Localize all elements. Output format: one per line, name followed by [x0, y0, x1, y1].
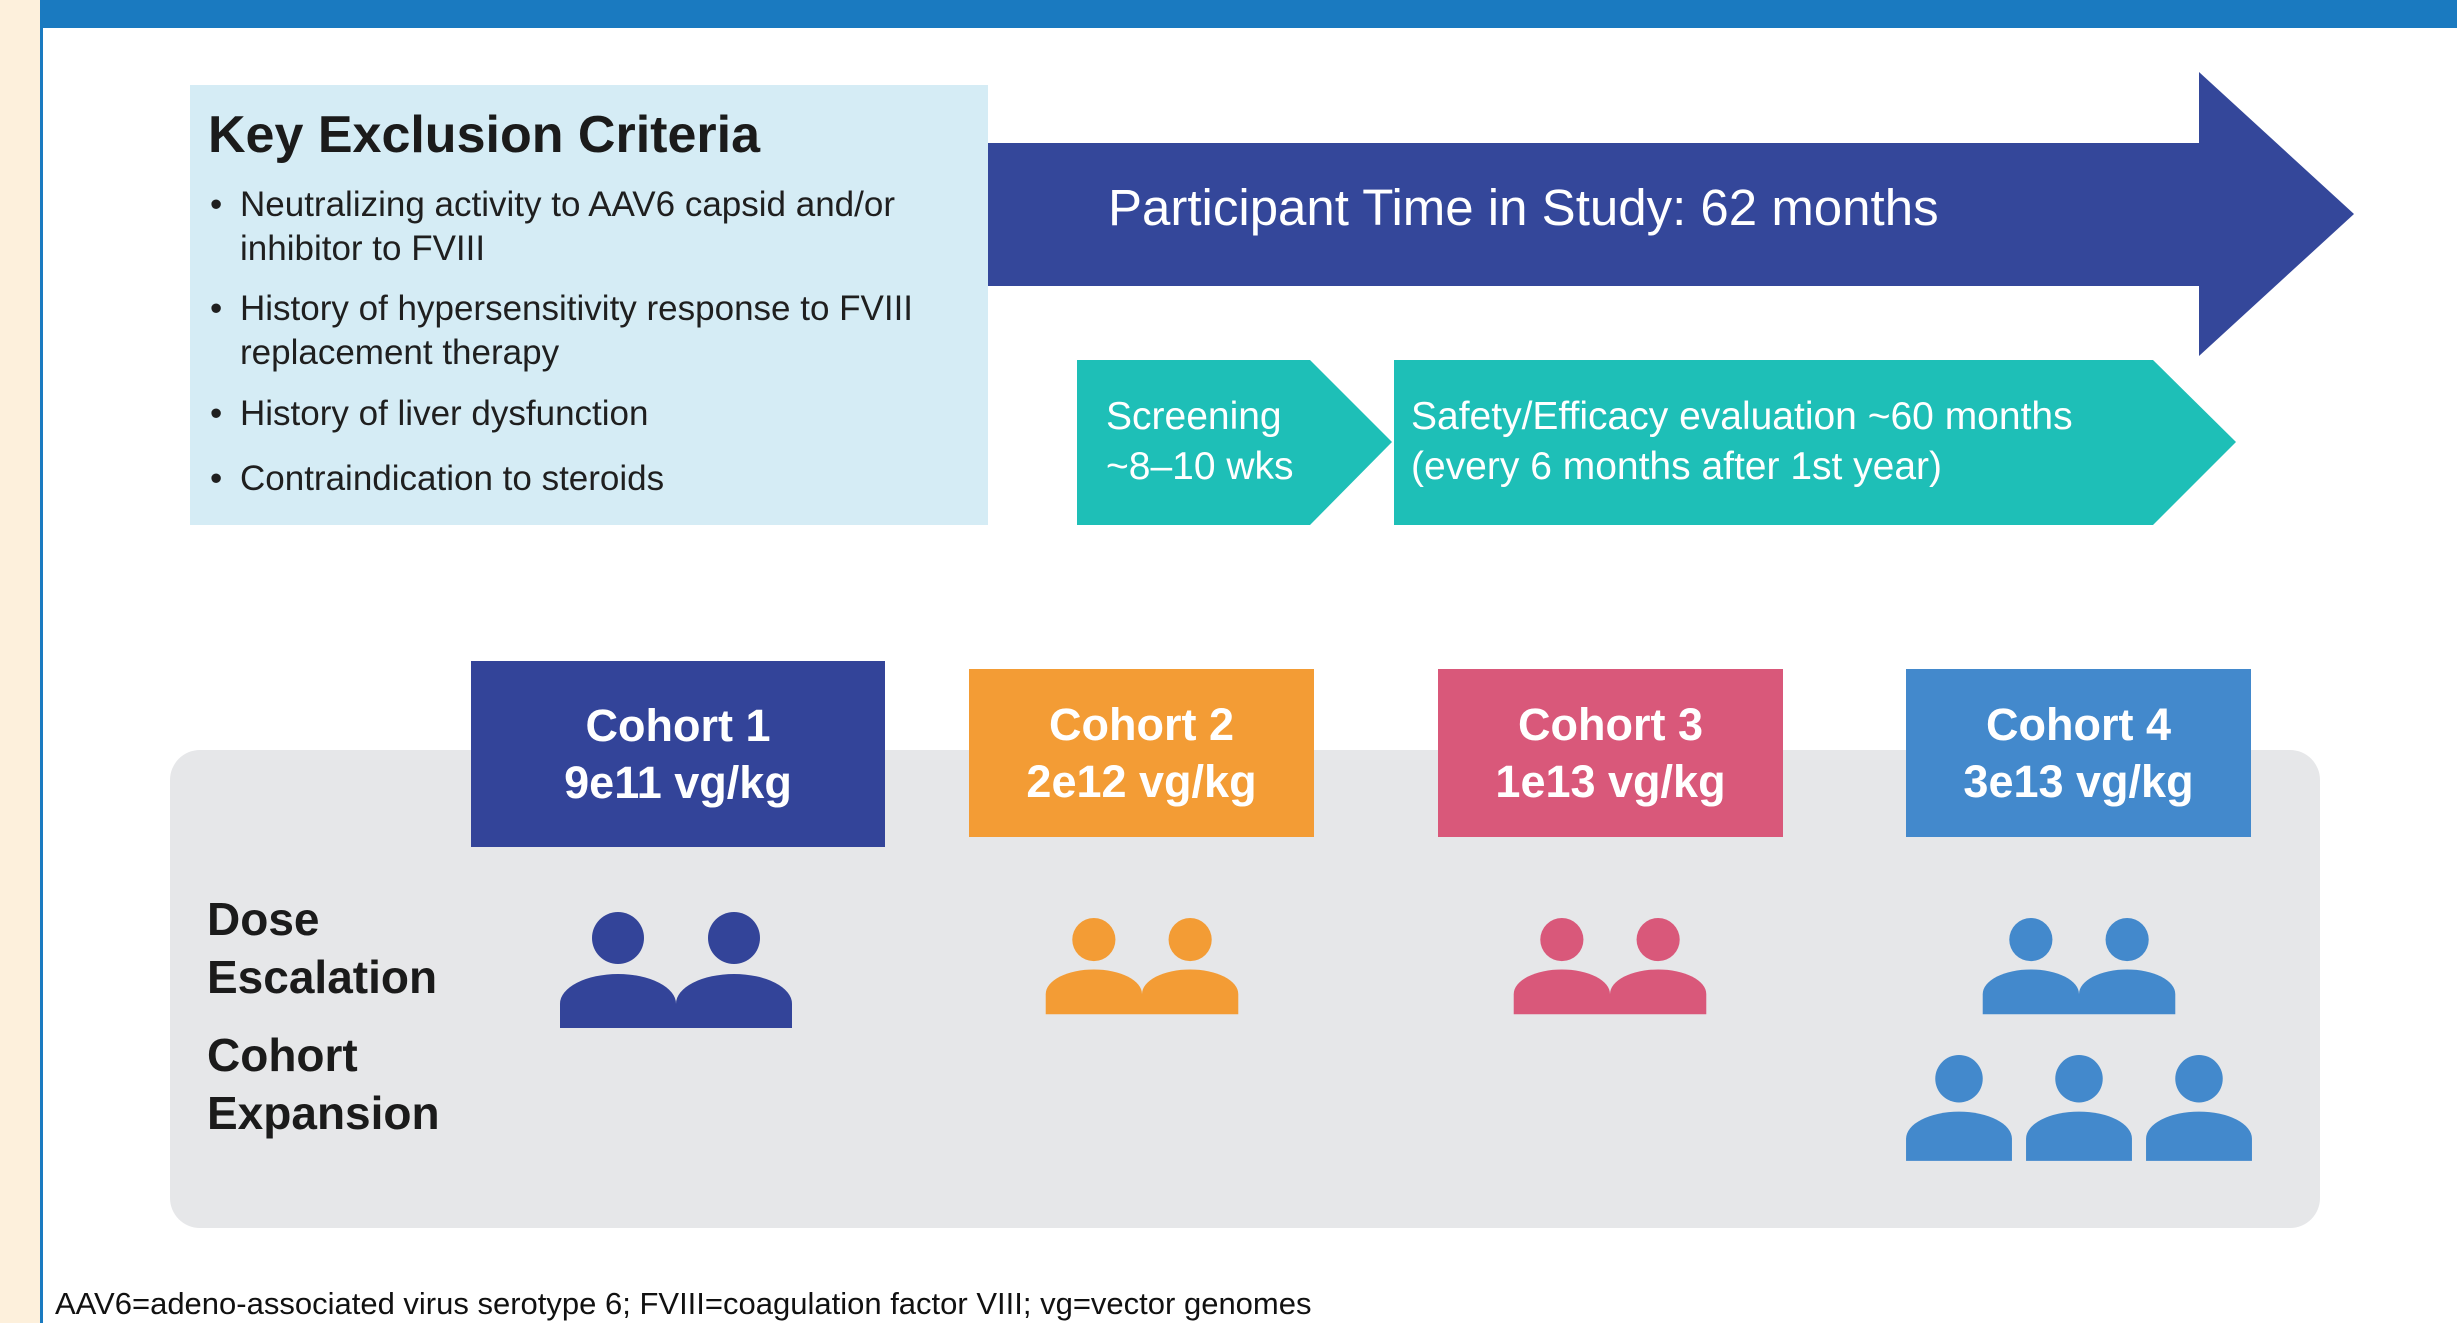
person-head — [1540, 918, 1584, 962]
screening-title: Screening — [1106, 395, 1282, 438]
left-border-line — [40, 0, 43, 1323]
person-body — [2026, 1111, 2132, 1161]
cohort-1-dose: 9e11 vg/kg — [564, 757, 792, 808]
criteria-item: • History of hypersensitivity response to… — [210, 287, 980, 375]
dose-escalation-line2: Escalation — [207, 951, 438, 1003]
person-body — [2079, 969, 2176, 1015]
participant-icon — [1610, 918, 1707, 1015]
bullet: • — [210, 185, 223, 224]
cohort-3-name: Cohort 3 — [1518, 699, 1703, 750]
bullet: • — [210, 289, 223, 328]
person-body — [1906, 1111, 2012, 1161]
expansion-participant-icon — [1906, 1055, 2012, 1161]
person-head — [708, 912, 760, 964]
participant-icon — [1142, 918, 1239, 1015]
person-head — [2055, 1055, 2103, 1103]
criteria-item-text: History of hypersensitivity response to … — [240, 289, 914, 328]
participant-time-label: Participant Time in Study: 62 months — [1108, 179, 1939, 236]
person-body — [2146, 1111, 2252, 1161]
person-body — [1045, 969, 1142, 1015]
exclusion-criteria-title: Key Exclusion Criteria — [208, 106, 760, 164]
footnote: AAV6=adeno-associated virus serotype 6; … — [55, 1286, 1312, 1321]
figure-header-bar — [43, 0, 2457, 28]
person-head — [2175, 1055, 2223, 1103]
cohort-3-box: Cohort 3 1e13 vg/kg — [1438, 669, 1783, 837]
criteria-item-text-cont: inhibitor to FVIII — [240, 229, 486, 268]
cohort-2-name: Cohort 2 — [1049, 699, 1234, 750]
criteria-item-text: History of liver dysfunction — [240, 394, 649, 433]
cohort-3-dose: 1e13 vg/kg — [1495, 756, 1726, 807]
person-head — [2105, 918, 2149, 962]
cohort-4-dose: 3e13 vg/kg — [1963, 756, 2194, 807]
participant-icon — [560, 912, 676, 1028]
person-head — [1636, 918, 1680, 962]
dose-escalation-line1: Dose — [207, 893, 320, 945]
evaluation-title: Safety/Efficacy evaluation ~60 months — [1411, 395, 2073, 438]
participant-icon — [1045, 918, 1142, 1015]
criteria-item-text: Contraindication to steroids — [240, 459, 665, 498]
person-head — [592, 912, 644, 964]
bullet: • — [210, 459, 223, 498]
person-head — [1168, 918, 1212, 962]
participant-icon — [2079, 918, 2176, 1015]
cohort-4-name: Cohort 4 — [1986, 699, 2171, 750]
person-body — [1982, 969, 2079, 1015]
evaluation-schedule: (every 6 months after 1st year) — [1411, 445, 1943, 488]
expansion-participant-icon — [2146, 1055, 2252, 1161]
person-body — [1142, 969, 1239, 1015]
person-head — [2009, 918, 2053, 962]
participant-icon — [676, 912, 792, 1028]
criteria-item-text: Neutralizing activity to AAV6 capsid and… — [240, 185, 895, 224]
exclusion-criteria-box — [190, 85, 988, 525]
cohort-expansion-line1: Cohort — [207, 1029, 358, 1081]
cohort-expansion-label: Cohort Expansion — [207, 1026, 440, 1142]
cohort-expansion-line2: Expansion — [207, 1087, 440, 1139]
evaluation-label: Safety/Efficacy evaluation ~60 months (e… — [1411, 392, 2073, 492]
person-body — [1610, 969, 1707, 1015]
cohort-1-name: Cohort 1 — [585, 700, 771, 751]
cohort-4-box: Cohort 4 3e13 vg/kg — [1906, 669, 2251, 837]
bullet: • — [210, 394, 223, 433]
criteria-item: • Contraindication to steroids — [210, 457, 980, 501]
expansion-participant-icon — [2026, 1055, 2132, 1161]
person-body — [676, 974, 792, 1028]
dose-escalation-label: Dose Escalation — [207, 890, 437, 1006]
cohort-1-box: Cohort 1 9e11 vg/kg — [471, 661, 885, 847]
person-body — [1513, 969, 1610, 1015]
criteria-item: • Neutralizing activity to AAV6 capsid an… — [210, 183, 980, 271]
screening-ribbon — [1077, 360, 1392, 525]
evaluation-ribbon — [1394, 360, 2236, 525]
cohort-2-dose: 2e12 vg/kg — [1026, 756, 1257, 807]
participant-icon — [1982, 918, 2079, 1015]
person-body — [560, 974, 676, 1028]
participant-icon — [1513, 918, 1610, 1015]
screening-duration: ~8–10 wks — [1106, 445, 1294, 488]
screening-label: Screening ~8–10 wks — [1106, 392, 1294, 492]
participant-time-arrow — [988, 72, 2354, 356]
criteria-item-text-cont: replacement therapy — [240, 333, 560, 372]
criteria-item: • History of liver dysfunction — [210, 392, 980, 436]
left-margin-strip — [0, 0, 40, 1323]
cohort-2-box: Cohort 2 2e12 vg/kg — [969, 669, 1314, 837]
person-head — [1072, 918, 1116, 962]
person-head — [1935, 1055, 1983, 1103]
